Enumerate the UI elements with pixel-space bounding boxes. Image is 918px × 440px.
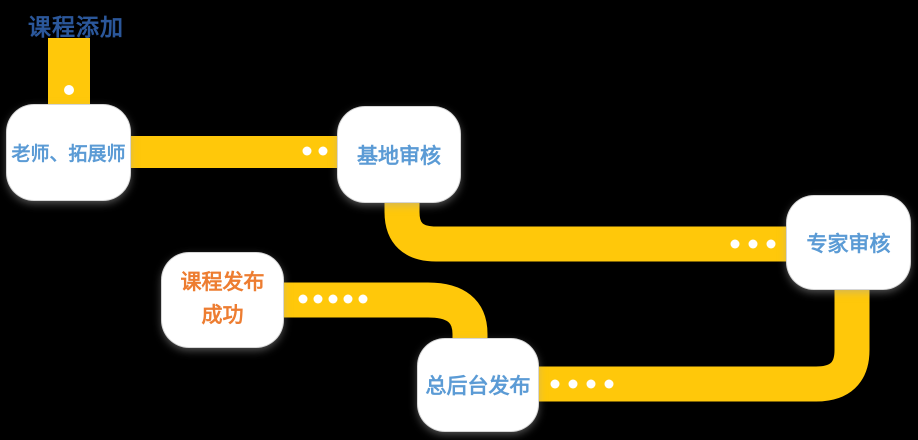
node-publish-success-line2: 成功: [201, 304, 244, 327]
connector-backend-to-success: [281, 282, 488, 342]
connector-base-to-expert: [384, 198, 789, 262]
flow-dot: [318, 146, 328, 156]
node-publish-success-line1: 课程发布: [180, 271, 265, 295]
flow-dot: [730, 239, 740, 249]
flow-dot: [313, 294, 323, 304]
page-title: 课程添加: [28, 14, 124, 40]
flow-dot: [550, 379, 560, 389]
flow-dot: [604, 379, 614, 389]
node-publish-success-label: 课程发布 成功: [181, 267, 265, 332]
flow-dot: [748, 239, 758, 249]
connector-expert-to-backend: [536, 286, 870, 402]
node-expert-review: 专家审核: [787, 196, 910, 289]
node-teachers: 老师、拓展师: [7, 105, 130, 200]
node-backend-publish: 总后台发布: [418, 339, 538, 431]
node-base-review-label: 基地审核: [357, 144, 441, 168]
flow-dot: [64, 85, 74, 95]
node-base-review: 基地审核: [338, 107, 460, 202]
node-publish-success: 课程发布 成功: [162, 253, 283, 347]
flow-dot: [766, 239, 776, 249]
flow-dot: [302, 146, 312, 156]
node-expert-review-label: 专家审核: [806, 232, 891, 256]
node-teachers-label: 老师、拓展师: [11, 144, 126, 165]
flow-dot: [343, 294, 353, 304]
flow-dot: [298, 294, 308, 304]
flow-dot: [358, 294, 368, 304]
flow-dot: [328, 294, 338, 304]
flow-dots: [64, 85, 776, 389]
node-backend-publish-label: 总后台发布: [425, 375, 531, 398]
flow-dot: [568, 379, 578, 389]
flow-dot: [586, 379, 596, 389]
